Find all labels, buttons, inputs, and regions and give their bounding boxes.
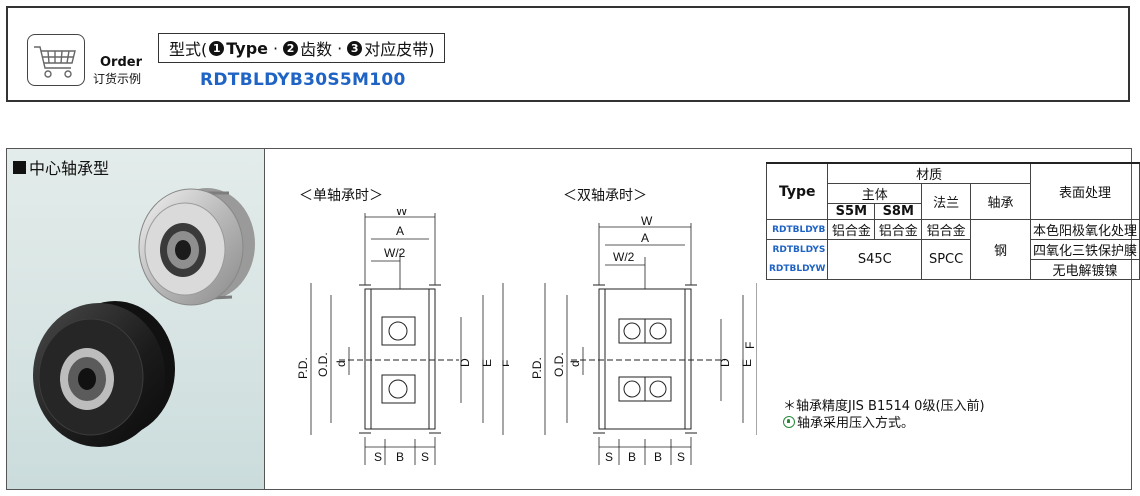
table-flange-cell: SPCC xyxy=(921,239,971,280)
press-fit-note-text: 轴承采用压入方式。 xyxy=(797,416,915,431)
table-surface-header: 表面处理 xyxy=(1029,162,1140,220)
shopping-cart-icon xyxy=(27,34,85,86)
dim-s-label: S xyxy=(605,450,613,464)
order-example-code[interactable]: RDTBLDYB30S5M100 xyxy=(200,70,406,90)
dim-b-label: B xyxy=(396,450,404,464)
order-title: Order xyxy=(100,55,142,70)
table-type-header: Type xyxy=(765,162,829,220)
dim-od-label: O.D. xyxy=(552,352,566,377)
number-2-badge: 2 xyxy=(283,40,299,56)
model-prefix: 型式( xyxy=(169,40,208,59)
dim-od-label: O.D. xyxy=(316,352,330,377)
table-flange-header: 法兰 xyxy=(921,183,971,220)
number-1-badge: 1 xyxy=(209,40,225,56)
pulley-photo xyxy=(33,188,255,447)
table-cell: 四氧化三铁保护膜 xyxy=(1029,239,1140,260)
dim-d-label: d xyxy=(334,360,348,367)
dim-big-d-label: D xyxy=(718,358,732,367)
table-row-type[interactable]: RDTBLDYS xyxy=(765,239,829,260)
separator-dot: · xyxy=(337,38,343,58)
press-fit-note: 轴承采用压入方式。 xyxy=(783,412,914,431)
table-bearing-header: 轴承 xyxy=(970,183,1031,220)
single-bearing-caption: ＜单轴承时＞ xyxy=(299,188,383,204)
dim-w-label: W xyxy=(641,214,653,228)
table-body-cell: S45C xyxy=(827,239,923,280)
single-dimension-lines xyxy=(310,213,504,465)
teeth-label: 齿数 xyxy=(300,40,333,59)
dim-pd-label: P.D. xyxy=(530,357,544,379)
dim-f-label: F xyxy=(500,360,509,367)
dim-big-d-label: D xyxy=(458,358,472,367)
dim-w-label: W xyxy=(396,209,408,218)
dim-e-label: E xyxy=(740,359,754,367)
silver-pulley-image xyxy=(138,188,255,306)
table-s8m-header: S8M xyxy=(874,203,923,220)
table-cell: 本色阳极氧化处理 xyxy=(1029,219,1140,240)
single-pulley-outline xyxy=(339,284,459,434)
double-bearing-caption: ＜双轴承时＞ xyxy=(563,188,647,204)
dim-s-label: S xyxy=(374,450,382,464)
dim-a-label: A xyxy=(396,224,404,238)
section-title: 中心轴承型 xyxy=(13,155,109,179)
type-label: Type xyxy=(226,38,268,58)
table-s5m-header: S5M xyxy=(827,203,876,220)
table-cell: 铝合金 xyxy=(874,219,923,240)
table-material-header: 材质 xyxy=(827,162,1031,184)
black-pulley-image xyxy=(33,301,175,447)
dim-s-label: S xyxy=(677,450,685,464)
model-format-box: 型式( 1 Type · 2 齿数 · 3 对应皮带) xyxy=(158,33,446,63)
info-icon xyxy=(783,415,795,428)
dim-s-label: S xyxy=(421,450,429,464)
table-row-type[interactable]: RDTBLDYW xyxy=(765,259,829,280)
table-bearing-cell: 钢 xyxy=(970,219,1031,280)
table-row-type[interactable]: RDTBLDYB xyxy=(765,219,829,240)
table-cell: 铝合金 xyxy=(921,219,971,240)
dim-d-label: d xyxy=(568,360,582,367)
order-subtitle: 订货示例 xyxy=(93,72,142,86)
order-example-box: Order 订货示例 型式( 1 Type · 2 齿数 · 3 对应皮带) R… xyxy=(6,6,1130,102)
dim-a-label: A xyxy=(641,231,649,245)
product-photo-column: 中心轴承型 xyxy=(7,149,265,489)
product-panel: 中心轴承型 xyxy=(6,148,1132,490)
spec-table: Type 材质 表面处理 主体 法兰 轴承 S5M S8M RDTBLDYB 铝… xyxy=(765,162,1140,280)
double-dimension-lines xyxy=(544,223,757,465)
square-bullet-icon xyxy=(13,160,26,174)
table-cell: 铝合金 xyxy=(827,219,876,240)
dim-w2-label: W/2 xyxy=(384,246,406,260)
double-pulley-outline xyxy=(571,284,725,434)
table-body-header: 主体 xyxy=(827,183,923,204)
single-bearing-drawing: W A W/2 S B S P.D. O.D. d D E F xyxy=(296,209,509,465)
table-cell: 无电解镀镍 xyxy=(1029,259,1140,280)
section-title-text: 中心轴承型 xyxy=(29,159,110,178)
bearing-accuracy-note: ＊轴承精度JIS B1514 0级(压入前) xyxy=(783,399,985,414)
dim-w2-label: W/2 xyxy=(613,250,635,264)
number-3-badge: 3 xyxy=(347,40,363,56)
separator-dot: · xyxy=(273,38,279,58)
dim-b-label: B xyxy=(654,450,662,464)
dim-f-label: F xyxy=(743,342,757,349)
dim-b-label: B xyxy=(628,450,636,464)
dim-pd-label: P.D. xyxy=(296,357,310,379)
dim-e-label: E xyxy=(480,359,494,367)
belt-label: 对应皮带) xyxy=(364,40,435,59)
double-bearing-drawing: W A W/2 S B B S P.D. O.D. d D E F xyxy=(530,214,757,465)
